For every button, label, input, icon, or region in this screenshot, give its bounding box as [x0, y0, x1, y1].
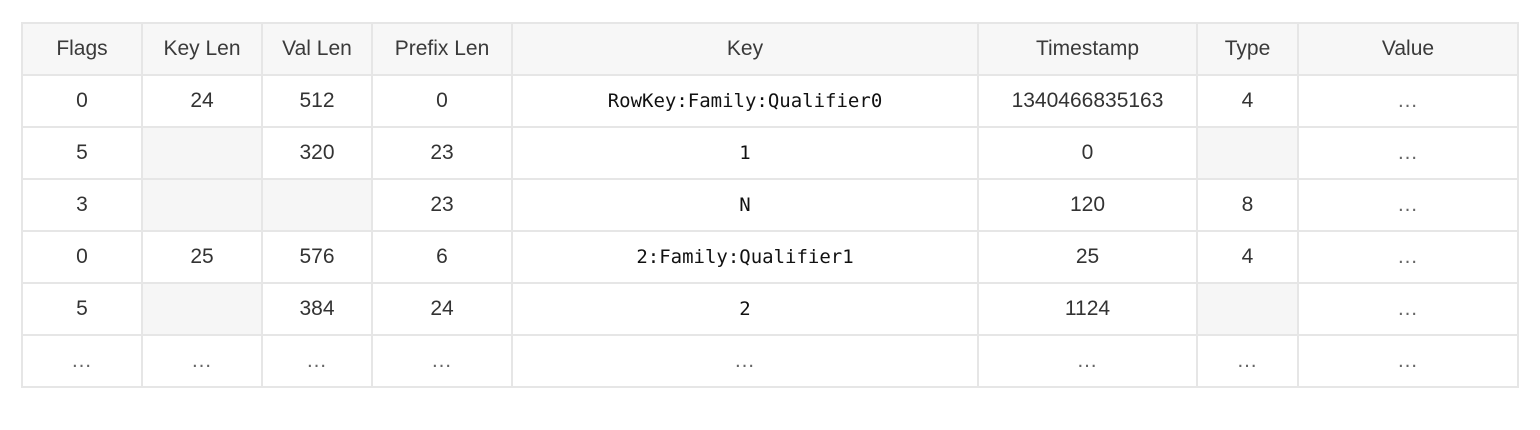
header-flags: Flags [21, 22, 143, 76]
cell-type: 8 [1196, 178, 1299, 232]
header-key-len: Key Len [141, 22, 263, 76]
table-row: 3 23 N 120 8 … [21, 178, 1519, 232]
table-row: … … … … … … … … [21, 334, 1519, 388]
header-value: Value [1297, 22, 1519, 76]
cell-flags: 0 [21, 230, 143, 284]
cell-type: 4 [1196, 74, 1299, 128]
cell-type: 4 [1196, 230, 1299, 284]
cell-timestamp: 25 [977, 230, 1198, 284]
cell-prefix-len: … [371, 334, 513, 388]
header-timestamp: Timestamp [977, 22, 1198, 76]
cell-type [1196, 126, 1299, 180]
cell-key: N [511, 178, 979, 232]
header-prefix-len: Prefix Len [371, 22, 513, 76]
table-row: 0 25 576 6 2:Family:Qualifier1 25 4 … [21, 230, 1519, 284]
cell-value: … [1297, 282, 1519, 336]
header-row: Flags Key Len Val Len Prefix Len Key Tim… [21, 22, 1519, 76]
table-row: 5 384 24 2 1124 … [21, 282, 1519, 336]
cell-key-len [141, 126, 263, 180]
cell-type [1196, 282, 1299, 336]
cell-prefix-len: 23 [371, 126, 513, 180]
cell-timestamp: 0 [977, 126, 1198, 180]
cell-key-len: 25 [141, 230, 263, 284]
header-val-len: Val Len [261, 22, 373, 76]
cell-prefix-len: 23 [371, 178, 513, 232]
cell-value: … [1297, 126, 1519, 180]
cell-key: RowKey:Family:Qualifier0 [511, 74, 979, 128]
cell-key-len: … [141, 334, 263, 388]
cell-val-len: 512 [261, 74, 373, 128]
cell-val-len: … [261, 334, 373, 388]
cell-timestamp: 120 [977, 178, 1198, 232]
cell-value: … [1297, 230, 1519, 284]
cell-key: … [511, 334, 979, 388]
cell-flags: 5 [21, 282, 143, 336]
cell-prefix-len: 6 [371, 230, 513, 284]
cell-flags: 5 [21, 126, 143, 180]
cell-val-len: 384 [261, 282, 373, 336]
cell-timestamp: 1340466835163 [977, 74, 1198, 128]
cell-value: … [1297, 74, 1519, 128]
cell-type: … [1196, 334, 1299, 388]
cell-value: … [1297, 178, 1519, 232]
header-type: Type [1196, 22, 1299, 76]
key-value-encoding-table: Flags Key Len Val Len Prefix Len Key Tim… [21, 22, 1519, 388]
cell-val-len: 576 [261, 230, 373, 284]
cell-value: … [1297, 334, 1519, 388]
table-row: 5 320 23 1 0 … [21, 126, 1519, 180]
cell-key: 1 [511, 126, 979, 180]
cell-key: 2:Family:Qualifier1 [511, 230, 979, 284]
cell-key-len [141, 282, 263, 336]
cell-key: 2 [511, 282, 979, 336]
cell-val-len: 320 [261, 126, 373, 180]
table-row: 0 24 512 0 RowKey:Family:Qualifier0 1340… [21, 74, 1519, 128]
cell-flags: 0 [21, 74, 143, 128]
header-key: Key [511, 22, 979, 76]
cell-val-len [261, 178, 373, 232]
cell-timestamp: 1124 [977, 282, 1198, 336]
cell-flags: 3 [21, 178, 143, 232]
cell-key-len [141, 178, 263, 232]
cell-key-len: 24 [141, 74, 263, 128]
cell-flags: … [21, 334, 143, 388]
cell-prefix-len: 0 [371, 74, 513, 128]
cell-prefix-len: 24 [371, 282, 513, 336]
cell-timestamp: … [977, 334, 1198, 388]
